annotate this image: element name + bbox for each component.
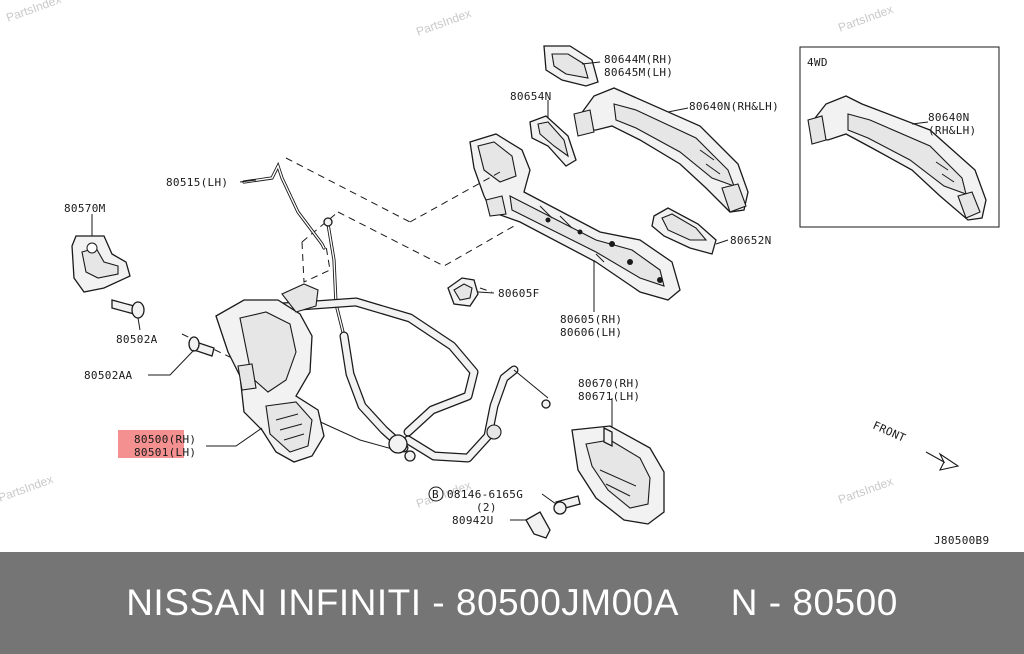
callout-80671: 80671(LH)	[578, 390, 640, 403]
callout-80502a: 80502A	[116, 333, 158, 346]
handle-pad	[651, 207, 717, 255]
leader-line	[206, 427, 263, 447]
callout-rh-lh-inset: (RH&LH)	[928, 124, 976, 137]
inset-box-4wd	[799, 46, 1000, 228]
assembly-dashed-line	[301, 241, 331, 283]
callout-80515: 80515(LH)	[166, 176, 228, 189]
callout-80640n: 80640N(RH&LH)	[689, 100, 779, 113]
diagram-code: J80500B9	[934, 534, 989, 547]
front-arrow-icon	[925, 451, 960, 471]
leader-line	[581, 61, 601, 65]
rod-clip	[447, 277, 479, 307]
leader-line	[137, 317, 141, 331]
leader-line	[477, 291, 495, 294]
callout-80670: 80670(RH)	[578, 377, 640, 390]
lock-screw	[188, 336, 215, 357]
footer-bar: NISSAN INFINITI - 80500JM00A N - 80500	[0, 552, 1024, 654]
watermark: PartsIndex	[4, 0, 63, 25]
callout-80942u: 80942U	[452, 514, 494, 527]
callout-80502aa: 80502AA	[84, 369, 133, 382]
callout-80640n-inset: 80640N	[928, 111, 970, 124]
leader-line	[667, 107, 689, 113]
assembly-dashed-line	[337, 211, 515, 267]
outside-handle	[573, 87, 749, 213]
callout-80652n: 80652N	[730, 234, 772, 247]
highlight-80500	[118, 430, 184, 458]
leader-line	[715, 239, 729, 245]
bolt-mark: B	[432, 488, 439, 501]
callout-80645m: 80645M(LH)	[604, 66, 673, 79]
striker-screw	[111, 299, 145, 319]
assembly-dashed-line	[301, 211, 339, 243]
callout-80606: 80606(LH)	[560, 326, 622, 339]
front-label: FRONT	[871, 419, 908, 445]
assembly-dashed-line	[285, 157, 411, 223]
leader-line	[911, 121, 929, 125]
leader-line	[239, 179, 257, 183]
handle-bezel	[543, 45, 599, 87]
door-lock-diagram: PartsIndex PartsIndex PartsIndex PartsIn…	[0, 0, 1000, 547]
leader-line	[541, 493, 557, 505]
callout-80654n: 80654N	[510, 90, 552, 103]
assembly-dashed-line	[479, 287, 493, 293]
inset-outside-handle	[807, 95, 987, 221]
handle-bracket	[469, 133, 681, 301]
door-lock-actuator	[215, 283, 325, 463]
callout-80501: 80501(LH)	[134, 446, 196, 459]
watermark: PartsIndex	[836, 474, 895, 507]
callout-80605f: 80605F	[498, 287, 540, 300]
inside-handle	[571, 425, 665, 525]
callout-08146: 08146-6165G	[447, 488, 523, 501]
bolt-mark-circle	[428, 486, 444, 502]
lock-rod	[242, 161, 346, 338]
door-striker	[71, 235, 131, 293]
callout-08146-qty: (2)	[476, 501, 497, 514]
callout-80605: 80605(RH)	[560, 313, 622, 326]
assembly-dashed-line	[409, 171, 501, 223]
watermark: PartsIndex	[836, 2, 895, 35]
bolt	[553, 495, 581, 515]
callout-80644m: 80644M(RH)	[604, 53, 673, 66]
callout-80570m: 80570M	[64, 202, 106, 215]
part-number-title: NISSAN INFINITI - 80500JM00A N - 80500	[126, 582, 898, 623]
leader-line	[148, 349, 195, 376]
handle-gasket	[529, 115, 577, 167]
handle-cover	[525, 511, 551, 539]
watermark: PartsIndex	[0, 472, 55, 505]
inset-title: 4WD	[807, 56, 828, 69]
watermark: PartsIndex	[414, 6, 473, 39]
callout-80500: 80500(RH)	[134, 433, 196, 446]
